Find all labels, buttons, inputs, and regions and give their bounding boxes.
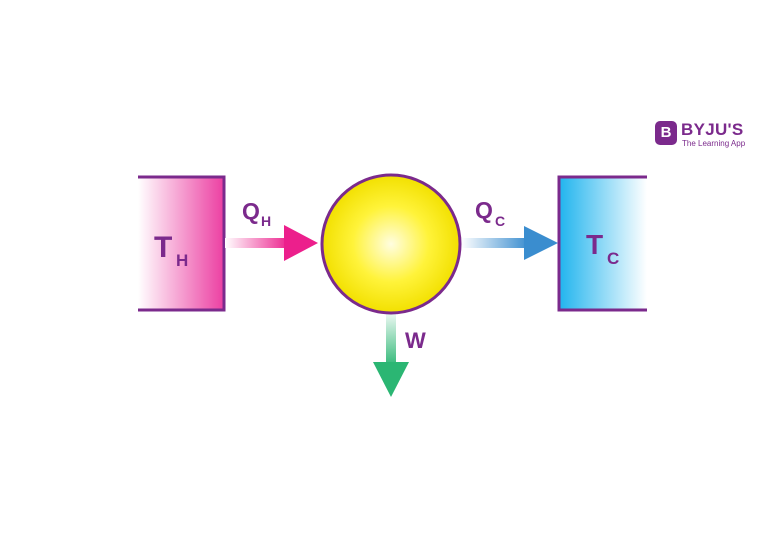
cold-reservoir-fill (559, 177, 647, 310)
heat-in-symbol: Q (242, 198, 260, 224)
hot-reservoir: T H (138, 175, 226, 312)
logo-badge-icon: B (655, 121, 677, 145)
logo-name: BYJU'S (681, 120, 744, 139)
work-arrow: W (373, 308, 426, 397)
engine-circle (320, 173, 462, 315)
hot-reservoir-symbol: T (154, 231, 172, 264)
byjus-logo: B BYJU'S The Learning App (655, 120, 755, 150)
heat-in-arrow-shaft (225, 238, 290, 248)
work-symbol: W (405, 328, 426, 353)
heat-out-symbol: Q (475, 197, 493, 223)
work-arrow-head (373, 362, 409, 397)
heat-in-arrow: Q H (225, 198, 318, 261)
heat-in-arrow-head (284, 225, 318, 261)
work-arrow-shaft (386, 308, 396, 368)
heat-out-arrow-shaft (461, 238, 529, 248)
cold-reservoir: T C (557, 175, 647, 312)
hot-reservoir-fill (138, 177, 224, 310)
heat-out-subscript: C (495, 213, 505, 229)
heat-out-arrow-head (524, 226, 558, 260)
hot-reservoir-subscript: H (176, 251, 188, 270)
cold-reservoir-symbol: T (586, 229, 603, 260)
hot-reservoir-border (138, 175, 226, 312)
heat-out-arrow: Q C (461, 197, 558, 260)
cold-reservoir-border (557, 175, 647, 312)
logo-tagline: The Learning App (682, 139, 746, 148)
heat-in-subscript: H (261, 213, 271, 229)
cold-reservoir-subscript: C (607, 249, 619, 268)
